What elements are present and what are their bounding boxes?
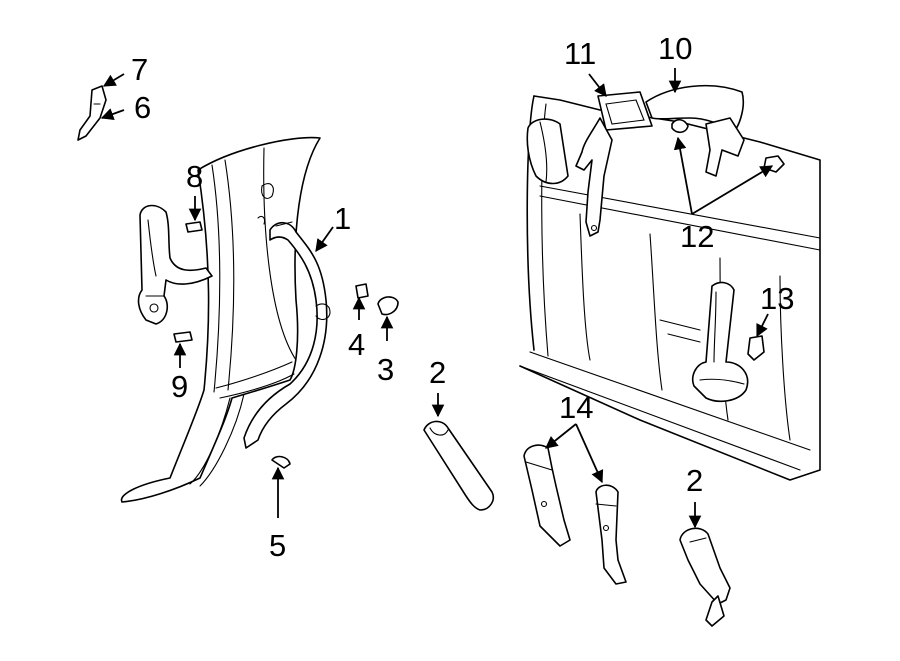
callout-1: 1 [334, 201, 351, 236]
guide-bracket [77, 85, 107, 141]
rear-cab-panel [519, 95, 821, 481]
callout-14: 14 [559, 390, 593, 425]
callout-11: 11 [564, 36, 596, 71]
buckle-center [423, 420, 495, 511]
upper-belt-guide [575, 84, 745, 237]
leader-7 [102, 73, 125, 87]
callout-12: 12 [680, 219, 714, 254]
bolt-8 [185, 221, 203, 233]
callout-8: 8 [186, 159, 203, 194]
leader-14-right [575, 423, 604, 484]
cover-3 [377, 296, 399, 316]
bolt-13 [747, 335, 765, 361]
callout-9: 9 [171, 369, 188, 404]
bolt-9 [173, 331, 193, 343]
callout-2-center: 2 [429, 355, 446, 390]
lower-retractor [691, 281, 749, 403]
leader-14-left [545, 423, 577, 449]
callout-3: 3 [377, 352, 394, 387]
leader-11 [588, 73, 607, 97]
callout-7: 7 [131, 52, 148, 87]
callout-5: 5 [269, 528, 286, 563]
shoulder-belt-assembly [243, 221, 331, 449]
leader-6 [100, 108, 125, 121]
callout-4: 4 [348, 327, 365, 362]
screw-5 [271, 455, 291, 469]
leader-lines [100, 68, 774, 529]
leader-12-left [673, 136, 693, 215]
callout-2-right: 2 [686, 463, 703, 498]
leader-1 [315, 226, 334, 253]
callout-10: 10 [658, 31, 692, 66]
callout-6: 6 [134, 90, 151, 125]
callout-13: 13 [760, 281, 794, 316]
leader-12-right [691, 165, 774, 215]
buckle-right [679, 527, 731, 627]
left-retractor [137, 204, 213, 325]
nut-12-left [671, 118, 689, 134]
buckle-strap-left [523, 444, 571, 547]
buckle-strap-right [595, 484, 627, 585]
leader-13 [756, 313, 769, 338]
bolt-4 [355, 283, 369, 299]
callout-labels: 1 2 2 3 4 5 6 7 8 9 10 11 12 13 14 [131, 31, 794, 563]
